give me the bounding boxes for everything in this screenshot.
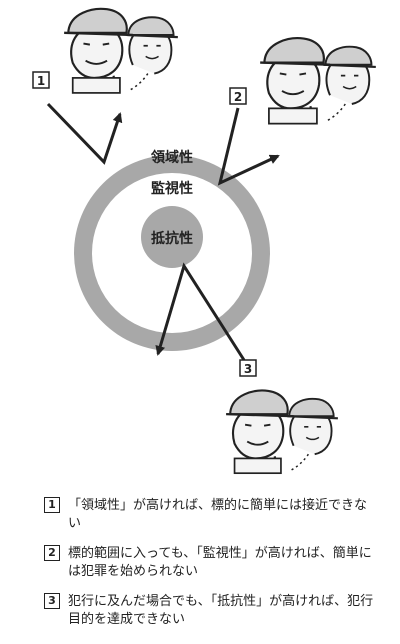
arrow-1 (46, 102, 123, 165)
arrow-3 (155, 262, 246, 361)
legend-text: 犯行に及んだ場合でも、「抵抗性」が高ければ、犯行目的を達成できない (68, 594, 374, 627)
marker-3: 3 (239, 359, 257, 377)
legend-text: 標的範囲に入っても、「監視性」が高ければ、簡単には犯罪を始められない (68, 546, 372, 579)
legend-item-2: 2 標的範囲に入っても、「監視性」が高ければ、簡単には犯罪を始められない (44, 545, 374, 581)
middle-ring-label: 監視性 (151, 180, 193, 197)
svg-text:1: 1 (37, 74, 45, 88)
svg-text:3: 3 (244, 362, 252, 376)
marker-1: 1 (32, 71, 50, 89)
two-people-icon (62, 7, 180, 95)
legend-text: 「領域性」が高ければ、標的に簡単には接近できない (68, 498, 368, 531)
two-people-icon (258, 36, 378, 125)
legend-number: 2 (44, 545, 60, 561)
legend-item-1: 1 「領域性」が高ければ、標的に簡単には接近できない (44, 497, 374, 533)
legend-item-3: 3 犯行に及んだ場合でも、「抵抗性」が高ければ、犯行目的を達成できない (44, 593, 374, 629)
legend-number: 3 (44, 593, 60, 609)
inner-circle-label: 抵抗性 (151, 230, 193, 247)
svg-text:2: 2 (234, 90, 242, 104)
two-people-icon (224, 389, 340, 475)
outer-ring-label: 領域性 (151, 149, 193, 166)
inner-circle-resistance (141, 206, 203, 268)
arrow-2 (217, 107, 280, 186)
marker-2: 2 (229, 87, 247, 105)
legend-number: 1 (44, 497, 60, 513)
